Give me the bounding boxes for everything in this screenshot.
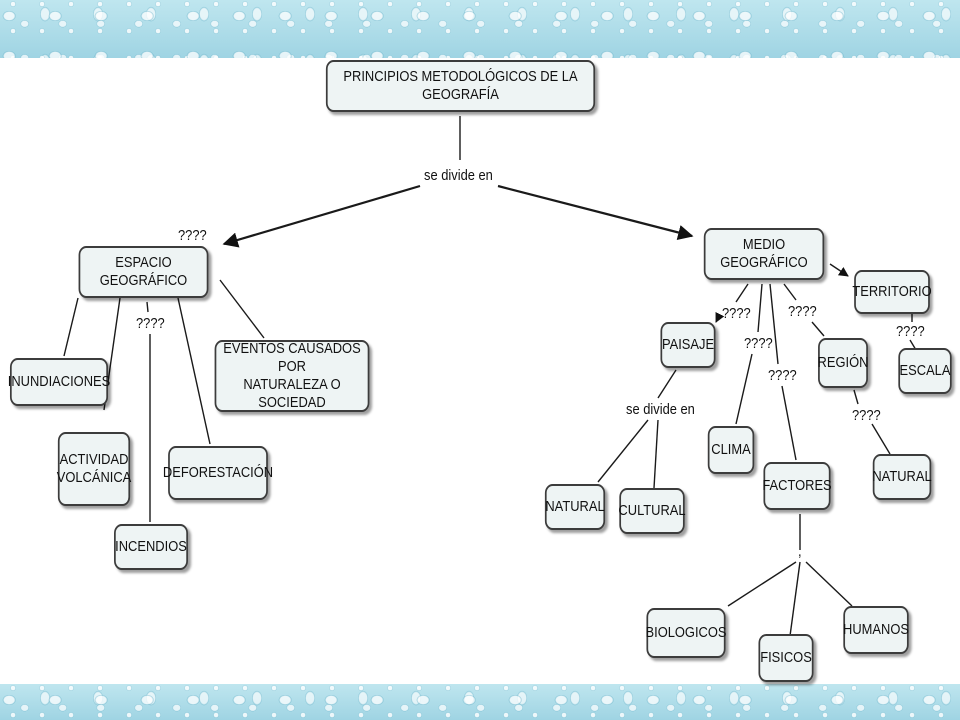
concept-fisicos[interactable]: FISICOS bbox=[758, 634, 814, 682]
concept-espacio-geografico[interactable]: ESPACIO GEOGRÁFICO bbox=[78, 246, 209, 298]
connector-espacio-inundiaciones bbox=[63, 297, 79, 357]
connector-espacio-link bbox=[146, 301, 149, 313]
decorative-bottom-band bbox=[0, 684, 960, 720]
connector-region-link bbox=[853, 389, 859, 405]
linking-phrase-paisaje-divide: se divide en bbox=[626, 401, 695, 418]
decorative-top-band bbox=[0, 0, 960, 58]
linking-phrase-espacio: ???? bbox=[178, 227, 207, 244]
concept-medio-geografico[interactable]: MEDIO GEOGRÁFICO bbox=[703, 228, 825, 280]
connector-medio-factores-a bbox=[769, 283, 779, 365]
concept-cultural[interactable]: CULTURAL bbox=[618, 488, 686, 534]
concept-biologicos[interactable]: BIOLOGICOS bbox=[645, 608, 727, 658]
connector-link-humanos bbox=[805, 561, 853, 607]
connector-espacio-eventos bbox=[219, 279, 265, 339]
concept-actividad-volcanica[interactable]: ACTIVIDAD VOLCÁNICA bbox=[57, 432, 131, 506]
concept-eventos[interactable]: EVENTOS CAUSADOS POR NATURALEZA O SOCIED… bbox=[214, 340, 370, 412]
concept-root[interactable]: PRINCIPIOS METODOLÓGICOS DE LA GEOGRAFÍA bbox=[325, 60, 596, 112]
concept-deforestacion[interactable]: DEFORESTACIÓN bbox=[163, 446, 273, 500]
linking-phrase-region-child: ???? bbox=[852, 407, 881, 424]
connector-medio-paisaje-b bbox=[715, 311, 725, 323]
connector-divide-cultural bbox=[653, 419, 659, 489]
concept-natural-paisaje[interactable]: NATURAL bbox=[544, 484, 606, 530]
linking-phrase-factores-child: , bbox=[798, 543, 802, 560]
linking-phrase-factores: ???? bbox=[768, 367, 797, 384]
connector-link-natural-region bbox=[871, 423, 891, 455]
linking-phrase-territorio: ???? bbox=[896, 323, 925, 340]
concept-natural-region[interactable]: NATURAL bbox=[872, 454, 932, 500]
concept-territorio[interactable]: TERRITORIO bbox=[852, 270, 932, 314]
connector-paisaje-divide bbox=[657, 369, 677, 399]
connector-medio-territorio bbox=[829, 263, 849, 277]
linking-phrase-se-divide-en: se divide en bbox=[424, 167, 493, 184]
linking-phrase-paisaje: ???? bbox=[722, 305, 751, 322]
connector-espacio-deforestacion bbox=[177, 297, 211, 445]
concept-inundiaciones[interactable]: INUNDIACIONES bbox=[8, 358, 110, 406]
concept-clima[interactable]: CLIMA bbox=[707, 426, 755, 474]
linking-phrase-region: ???? bbox=[788, 303, 817, 320]
concept-incendios[interactable]: INCENDIOS bbox=[114, 524, 188, 570]
connector-medio-clima-b bbox=[735, 353, 753, 425]
connector-medio-clima-a bbox=[757, 283, 763, 333]
linking-phrase-clima: ???? bbox=[744, 335, 773, 352]
connector-medio-factores-b bbox=[781, 385, 797, 461]
connector-link-fisicos bbox=[789, 561, 801, 637]
concept-escala[interactable]: ESCALA bbox=[898, 348, 952, 394]
linking-phrase-espacio-child: ???? bbox=[136, 315, 165, 332]
connector-link-biologicos bbox=[727, 561, 797, 607]
connector-divide-espacio bbox=[222, 184, 421, 248]
connector-medio-paisaje-a bbox=[735, 283, 749, 303]
connector-medio-region-a bbox=[783, 283, 797, 301]
concept-factores[interactable]: FACTORES bbox=[762, 462, 832, 510]
concept-paisaje[interactable]: PAISAJE bbox=[660, 322, 716, 368]
connector-divide-natural bbox=[597, 419, 649, 483]
concept-humanos[interactable]: HUMANOS bbox=[843, 606, 909, 654]
connector-medio-region-b bbox=[811, 321, 825, 337]
concept-region[interactable]: REGIÓN bbox=[818, 338, 868, 388]
connector-divide-medio bbox=[497, 184, 694, 240]
